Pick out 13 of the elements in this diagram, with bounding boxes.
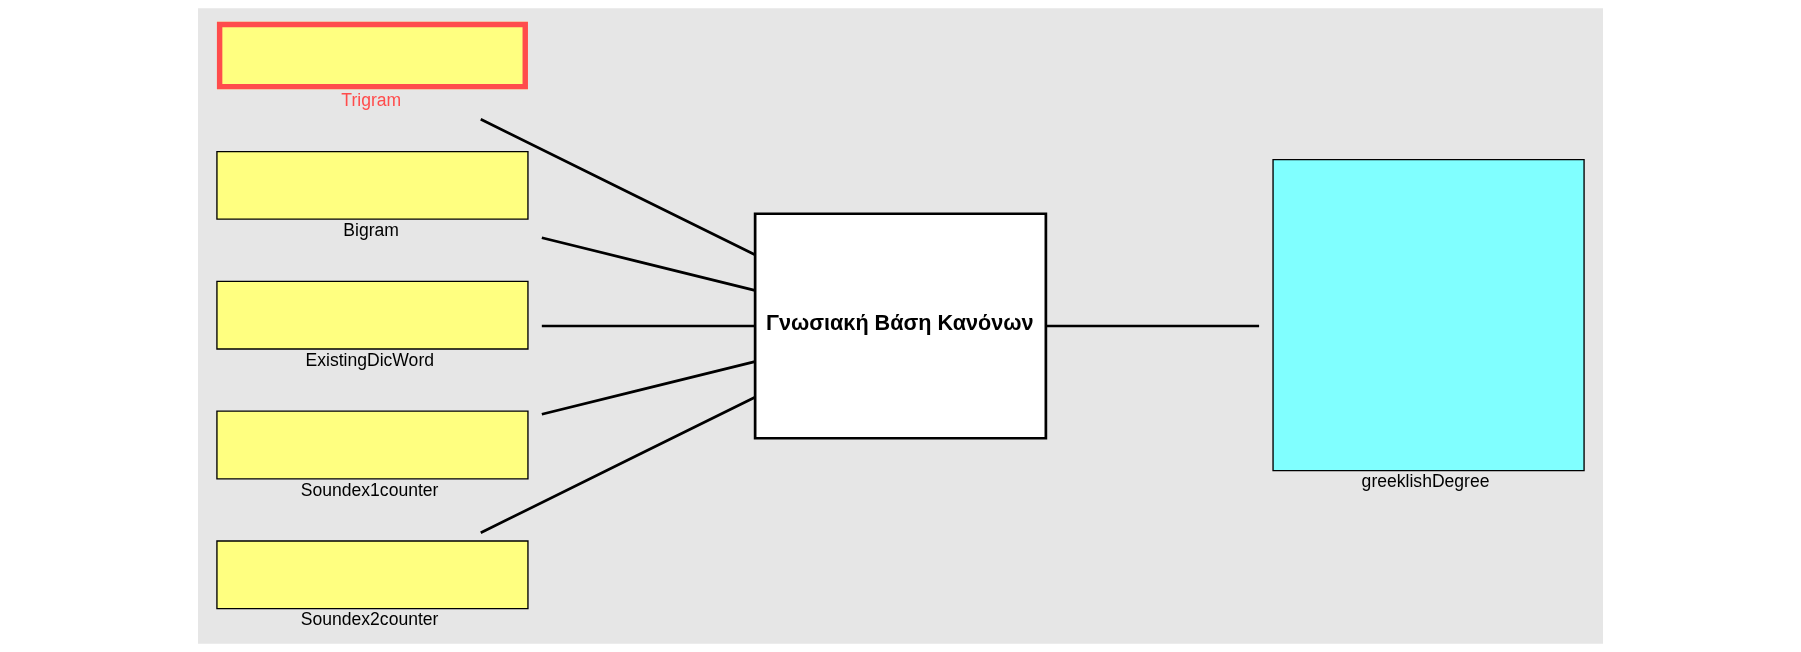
connector [480, 396, 756, 534]
node-label: Bigram [343, 219, 400, 240]
connector [1046, 324, 1260, 328]
connector [541, 360, 756, 416]
node-label: ExistingDicWord [305, 349, 435, 370]
connector [480, 118, 756, 256]
node-label: Soundex1counter [300, 479, 439, 500]
connector [541, 324, 755, 328]
node-box: Γνωσιακή Βάση Κανόνων [753, 212, 1048, 440]
node-label: Trigram [341, 90, 402, 111]
connector [541, 236, 756, 292]
node-label: Soundex2counter [300, 609, 439, 630]
node-label: greeklishDegree [1361, 471, 1490, 492]
